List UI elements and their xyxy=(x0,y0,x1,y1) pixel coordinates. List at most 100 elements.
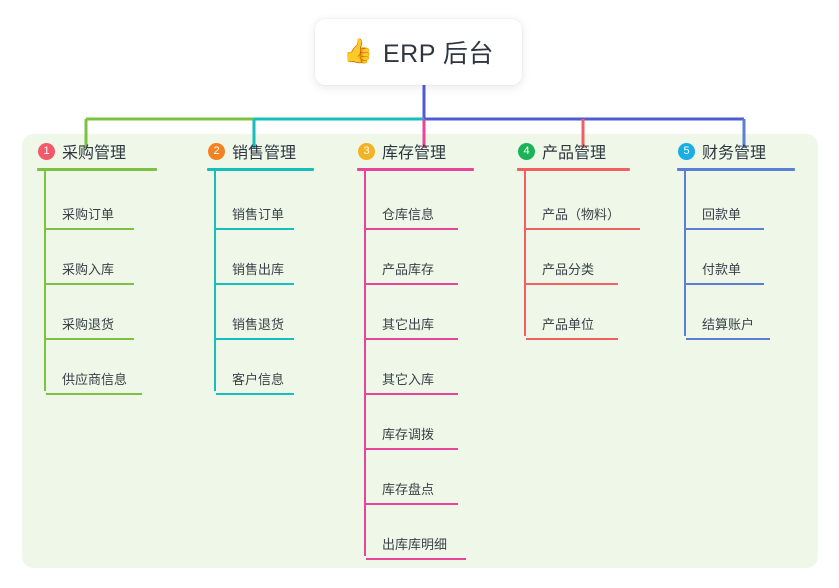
branch-spine xyxy=(684,171,686,336)
branch-header-2[interactable]: 2 销售管理 xyxy=(192,134,342,168)
branch-header-rule xyxy=(207,168,314,171)
thumbs-up-icon: 👍 xyxy=(343,38,373,65)
branch-title: 销售管理 xyxy=(232,145,297,162)
leaf-item-label: 采购退货 xyxy=(62,317,115,332)
branch-number-badge: 4 xyxy=(518,142,535,160)
branch-title: 产品管理 xyxy=(542,145,607,162)
branch-number-badge: 2 xyxy=(208,142,225,160)
leaf-item[interactable]: 其它入库 xyxy=(364,340,502,395)
leaf-item[interactable]: 采购入库 xyxy=(44,230,192,285)
branch-header-4[interactable]: 4 产品管理 xyxy=(502,134,662,168)
branch-title: 采购管理 xyxy=(62,145,127,162)
leaf-item-label: 客户信息 xyxy=(232,372,285,387)
branch-header-rule xyxy=(37,168,157,171)
leaf-item-label: 付款单 xyxy=(702,262,742,277)
leaf-item[interactable]: 产品（物料） xyxy=(524,175,662,230)
leaf-item[interactable]: 库存调拨 xyxy=(364,395,502,450)
branch-column-5: 5 财务管理回款单付款单结算账户 xyxy=(662,134,818,568)
leaf-item-rule xyxy=(366,448,458,450)
branch-column-1: 1 采购管理采购订单采购入库采购退货供应商信息 xyxy=(22,134,192,568)
leaf-item-rule xyxy=(526,338,618,340)
branch-title: 财务管理 xyxy=(702,145,767,162)
leaf-item-label: 其它入库 xyxy=(382,372,435,387)
leaf-item[interactable]: 产品分类 xyxy=(524,230,662,285)
leaf-item-label: 销售退货 xyxy=(232,317,285,332)
leaf-item-label: 采购入库 xyxy=(62,262,115,277)
leaf-item-rule xyxy=(366,228,458,230)
branch-header-3[interactable]: 3 库存管理 xyxy=(342,134,502,168)
root-node-card[interactable]: 👍 ERP 后台 xyxy=(315,19,522,85)
leaf-item-rule xyxy=(366,558,466,560)
leaf-item[interactable]: 采购退货 xyxy=(44,285,192,340)
branch-spine xyxy=(364,171,366,556)
leaf-item[interactable]: 回款单 xyxy=(684,175,818,230)
leaf-item-label: 产品库存 xyxy=(382,262,435,277)
branch-header-rule xyxy=(357,168,474,171)
branch-number-badge: 1 xyxy=(38,142,55,160)
leaf-item[interactable]: 付款单 xyxy=(684,230,818,285)
branch-header-rule xyxy=(517,168,630,171)
leaf-item[interactable]: 产品库存 xyxy=(364,230,502,285)
branch-columns: 1 采购管理采购订单采购入库采购退货供应商信息 2 销售管理销售订单销售出库销售退货客… xyxy=(22,134,818,568)
leaf-item-rule xyxy=(686,228,764,230)
leaf-item-rule xyxy=(686,338,770,340)
leaf-item[interactable]: 出库库明细 xyxy=(364,505,502,560)
branch-header-1[interactable]: 1 采购管理 xyxy=(22,134,192,168)
leaf-item-rule xyxy=(46,393,142,395)
leaf-item-label: 库存盘点 xyxy=(382,482,435,497)
leaf-item[interactable]: 客户信息 xyxy=(214,340,342,395)
leaf-item-label: 产品单位 xyxy=(542,317,595,332)
branch-number-badge: 5 xyxy=(678,142,695,160)
leaf-item-label: 采购订单 xyxy=(62,207,115,222)
page-title: ERP 后台 xyxy=(382,40,494,68)
leaf-item-rule xyxy=(216,283,294,285)
leaf-item-label: 仓库信息 xyxy=(382,207,435,222)
branch-spine xyxy=(44,171,46,391)
branch-number-badge: 3 xyxy=(358,142,375,160)
leaf-item-label: 其它出库 xyxy=(382,317,435,332)
leaf-item-rule xyxy=(216,228,294,230)
leaf-item[interactable]: 仓库信息 xyxy=(364,175,502,230)
leaf-item[interactable]: 销售订单 xyxy=(214,175,342,230)
leaf-item[interactable]: 库存盘点 xyxy=(364,450,502,505)
leaf-item[interactable]: 其它出库 xyxy=(364,285,502,340)
leaf-item-rule xyxy=(366,503,458,505)
leaf-item-label: 结算账户 xyxy=(702,317,755,332)
branch-spine xyxy=(214,171,216,391)
branch-leaf-list: 销售订单销售出库销售退货客户信息 xyxy=(214,171,342,395)
leaf-item-label: 库存调拨 xyxy=(382,427,435,442)
leaf-item[interactable]: 销售出库 xyxy=(214,230,342,285)
leaf-item-rule xyxy=(686,283,764,285)
branch-column-2: 2 销售管理销售订单销售出库销售退货客户信息 xyxy=(192,134,342,568)
leaf-item-rule xyxy=(46,338,134,340)
leaf-item-label: 销售出库 xyxy=(232,262,285,277)
branch-title: 库存管理 xyxy=(382,145,447,162)
leaf-item-rule xyxy=(216,393,294,395)
leaf-item[interactable]: 供应商信息 xyxy=(44,340,192,395)
leaf-item-rule xyxy=(526,283,618,285)
leaf-item-rule xyxy=(216,338,294,340)
branch-leaf-list: 仓库信息产品库存其它出库其它入库库存调拨库存盘点出库库明细 xyxy=(364,171,502,560)
leaf-item[interactable]: 销售退货 xyxy=(214,285,342,340)
leaf-item-label: 产品分类 xyxy=(542,262,595,277)
leaf-item-rule xyxy=(366,393,458,395)
leaf-item[interactable]: 产品单位 xyxy=(524,285,662,340)
leaf-item-label: 产品（物料） xyxy=(542,207,621,222)
leaf-item-rule xyxy=(526,228,640,230)
leaf-item-label: 出库库明细 xyxy=(382,537,448,552)
leaf-item[interactable]: 结算账户 xyxy=(684,285,818,340)
leaf-item-rule xyxy=(366,283,458,285)
branch-header-rule xyxy=(677,168,795,171)
branch-leaf-list: 采购订单采购入库采购退货供应商信息 xyxy=(44,171,192,395)
leaf-item-rule xyxy=(366,338,458,340)
leaf-item-rule xyxy=(46,228,134,230)
branch-leaf-list: 产品（物料） 产品分类产品单位 xyxy=(524,171,662,340)
branch-leaf-list: 回款单付款单结算账户 xyxy=(684,171,818,340)
branch-spine xyxy=(524,171,526,336)
branch-header-5[interactable]: 5 财务管理 xyxy=(662,134,818,168)
branch-column-4: 4 产品管理产品（物料） 产品分类产品单位 xyxy=(502,134,662,568)
leaf-item-label: 回款单 xyxy=(702,207,742,222)
branch-column-3: 3 库存管理仓库信息产品库存其它出库其它入库库存调拨库存盘点出库库明细 xyxy=(342,134,502,568)
leaf-item[interactable]: 采购订单 xyxy=(44,175,192,230)
leaf-item-rule xyxy=(46,283,134,285)
